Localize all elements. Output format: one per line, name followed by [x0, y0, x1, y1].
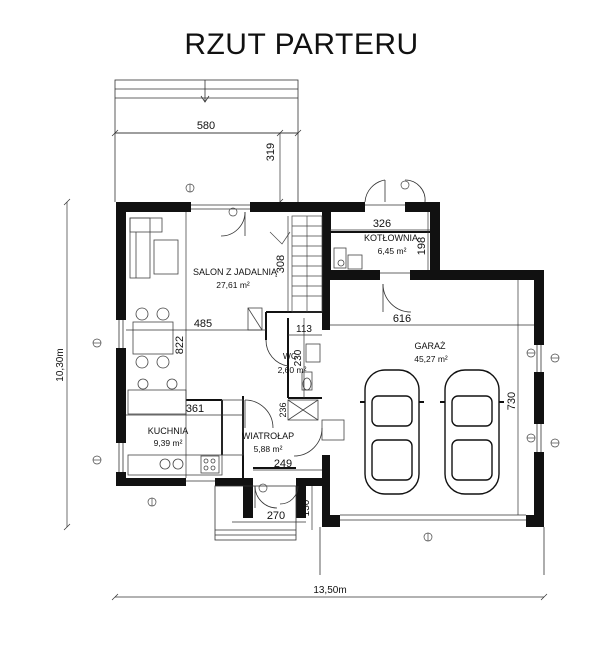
kitchen-counter: [127, 378, 244, 476]
wc-fixtures: [301, 343, 321, 391]
dim-label-580: 580: [197, 120, 215, 132]
room-salon-name: SALON Z JADALNIĄ: [193, 267, 278, 277]
boiler: [333, 247, 363, 270]
room-wiatrolap-name: WIATROŁAP: [242, 431, 294, 441]
room-kuchnia-area: 9,39 m²: [154, 438, 183, 448]
chimney: [247, 307, 263, 331]
dim-label-822: 822: [174, 336, 186, 354]
room-garaz-name: GARAŻ: [414, 341, 446, 351]
terrace: [114, 79, 299, 202]
dim-label-236: 236: [278, 402, 288, 417]
sofa: [129, 217, 179, 279]
dining-table: [132, 307, 174, 369]
staircase: [269, 215, 323, 313]
dim-label-361: 361: [186, 403, 204, 415]
dim-label-249: 249: [274, 458, 292, 470]
dim-label-730: 730: [506, 392, 518, 410]
entry-steps: [214, 485, 545, 575]
wardrobe: [287, 399, 345, 441]
exterior-walls: [116, 202, 544, 527]
car-left: [360, 369, 424, 495]
dim-label-326: 326: [373, 218, 391, 230]
windows: [118, 204, 542, 482]
dim-label-319: 319: [265, 143, 277, 161]
level-markers: [92, 180, 560, 542]
doors: [220, 179, 426, 509]
room-salon-area: 27,61 m²: [216, 280, 250, 290]
dim-label-270: 270: [267, 510, 285, 522]
dim-label-198: 198: [416, 237, 428, 255]
dim-label-113: 113: [296, 324, 312, 335]
dim-label-130: 130: [301, 499, 312, 516]
dim-label-616: 616: [393, 313, 411, 325]
room-kotlownia-name: KOTŁOWNIA: [364, 233, 418, 243]
dim-terrace-depth: [276, 129, 284, 206]
room-wc-area: 2,60 m²: [278, 365, 307, 375]
plan-title: RZUT PARTERU: [184, 28, 419, 61]
dim-label-total-width: 13,50m: [313, 585, 346, 596]
dim-label-230: 230: [293, 349, 304, 366]
car-right: [440, 369, 504, 495]
room-kuchnia-name: KUCHNIA: [148, 426, 189, 436]
room-garaz-area: 45,27 m²: [414, 354, 448, 364]
dim-label-total-depth: 10,30m: [55, 348, 66, 381]
dim-label-485: 485: [194, 318, 212, 330]
room-wiatrolap-area: 5,88 m²: [254, 444, 283, 454]
dim-terrace-width: [111, 129, 302, 137]
room-wc-name: WC: [283, 351, 297, 361]
dimension-lines: [63, 198, 548, 601]
room-kotlownia-area: 6,45 m²: [378, 246, 407, 256]
dim-label-308: 308: [275, 255, 287, 273]
